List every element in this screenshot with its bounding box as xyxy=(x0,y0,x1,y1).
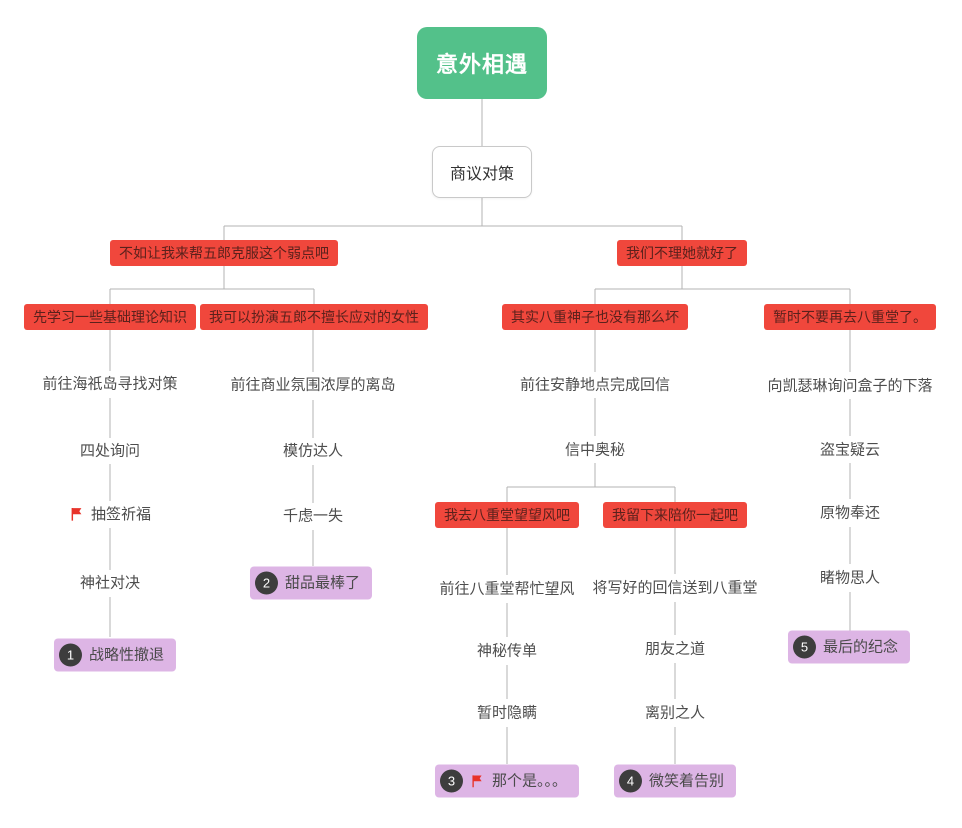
step-label: 抽签祈福 xyxy=(90,505,152,523)
flag-icon xyxy=(470,774,485,789)
step-ask-katheryne-box[interactable]: 向凯瑟琳询问盒子的下落 xyxy=(767,377,933,395)
ending-number-badge: 5 xyxy=(792,635,816,659)
step-parting-person[interactable]: 离别之人 xyxy=(644,704,706,722)
step-imitation-master[interactable]: 模仿达人 xyxy=(282,442,344,460)
step-treasure-theft-suspicion[interactable]: 盗宝疑云 xyxy=(819,441,881,459)
choice-avoid-yae-publishing[interactable]: 暂时不要再去八重堂了。 xyxy=(764,304,936,330)
choice-learn-theory[interactable]: 先学习一些基础理论知识 xyxy=(24,304,196,330)
ending-number-badge: 2 xyxy=(254,571,278,595)
step-ask-around[interactable]: 四处询问 xyxy=(79,442,141,460)
ending-3-what-is-that[interactable]: 3 那个是。。。 xyxy=(434,764,580,798)
step-seeing-object-missing-person[interactable]: 睹物思人 xyxy=(819,569,881,587)
choice-yae-not-bad[interactable]: 其实八重神子也没有那么坏 xyxy=(502,304,688,330)
ending-4-smiling-farewell[interactable]: 4 微笑着告别 xyxy=(613,764,737,798)
ending-label: 最后的纪念 xyxy=(822,638,899,656)
choice-help-gorou[interactable]: 不如让我来帮五郎克服这个弱点吧 xyxy=(110,240,338,266)
step-letter-secret[interactable]: 信中奥秘 xyxy=(564,441,626,459)
step-watatsumi-strategy[interactable]: 前往海祇岛寻找对策 xyxy=(42,375,178,393)
choice-stay-with-you[interactable]: 我留下来陪你一起吧 xyxy=(603,502,747,528)
start-node[interactable]: 商议对策 xyxy=(431,146,533,198)
step-way-of-friends[interactable]: 朋友之道 xyxy=(644,640,706,658)
ending-label: 微笑着告别 xyxy=(648,772,725,790)
ending-label: 甜品最棒了 xyxy=(284,574,361,592)
step-return-original[interactable]: 原物奉还 xyxy=(819,504,881,522)
ending-1-strategic-retreat[interactable]: 1 战略性撤退 xyxy=(53,638,177,672)
root-node[interactable]: 意外相遇 xyxy=(416,27,548,99)
step-quiet-place-reply[interactable]: 前往安静地点完成回信 xyxy=(519,376,671,394)
choice-lookout-yae[interactable]: 我去八重堂望望风吧 xyxy=(435,502,579,528)
ending-2-desserts-best[interactable]: 2 甜品最棒了 xyxy=(249,566,373,600)
ending-number-badge: 3 xyxy=(439,769,463,793)
step-hide-for-now[interactable]: 暂时隐瞒 xyxy=(476,704,538,722)
step-deliver-reply[interactable]: 将写好的回信送到八重堂 xyxy=(592,579,758,597)
ending-label: 那个是。。。 xyxy=(491,772,568,790)
step-lookout-at-yae[interactable]: 前往八重堂帮忙望风 xyxy=(439,580,575,598)
choice-ignore-her[interactable]: 我们不理她就好了 xyxy=(617,240,747,266)
ending-5-final-memento[interactable]: 5 最后的纪念 xyxy=(787,630,911,664)
step-one-slip[interactable]: 千虑一失 xyxy=(282,507,344,525)
step-shrine-duel[interactable]: 神社对决 xyxy=(79,574,141,592)
step-mysterious-flyer[interactable]: 神秘传单 xyxy=(476,642,538,660)
step-commercial-island[interactable]: 前往商业氛围浓厚的离岛 xyxy=(230,376,396,394)
ending-number-badge: 4 xyxy=(618,769,642,793)
flag-icon xyxy=(69,506,85,522)
ending-label: 战略性撤退 xyxy=(88,646,165,664)
choice-roleplay-woman[interactable]: 我可以扮演五郎不擅长应对的女性 xyxy=(200,304,428,330)
step-draw-fortune[interactable]: 抽签祈福 xyxy=(69,506,151,522)
ending-number-badge: 1 xyxy=(58,643,82,667)
